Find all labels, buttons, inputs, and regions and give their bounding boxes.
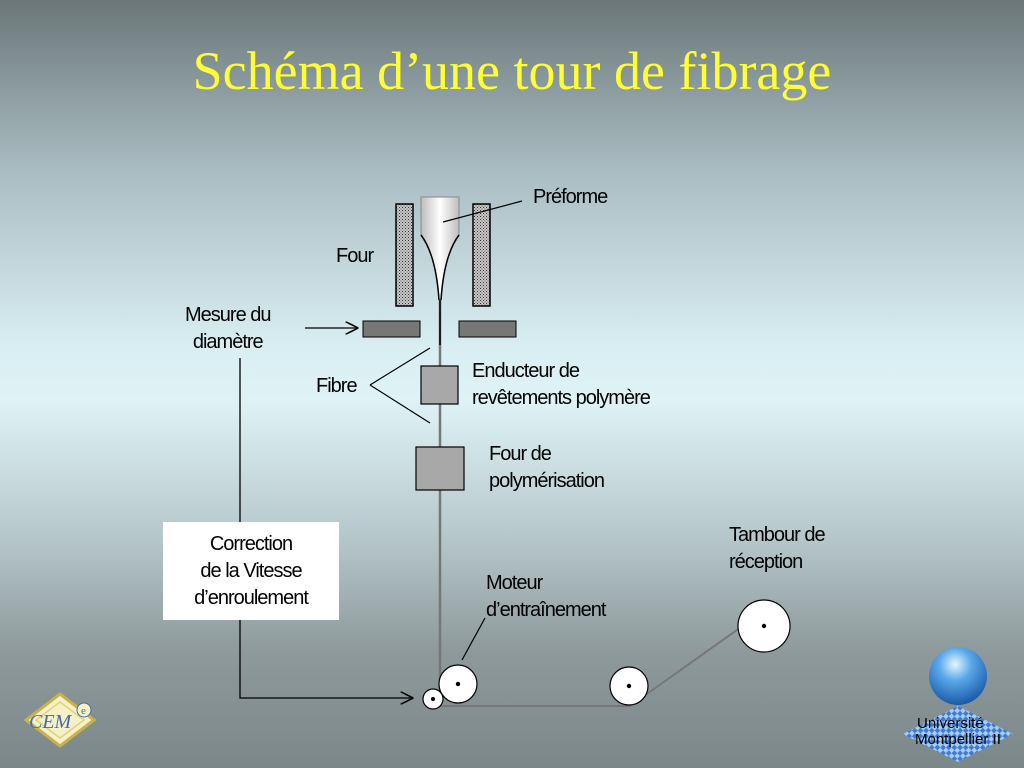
take-up-drum-label: Tambour de réception [729,524,826,573]
diameter-measure-label: Mesure du diamètre [185,304,271,353]
preform [420,196,460,301]
curing-oven [415,446,465,491]
university-logo: Université Montpellier II [895,640,1021,766]
cem-logo: CEM e [20,690,100,750]
idler-wheel [609,666,649,706]
fiber-path [440,609,766,707]
drive-motor-label: Moteur d’entraînement [486,572,606,621]
university-name-line2: Montpellier II [915,731,1001,748]
furnace-label: Four [336,245,374,267]
furnace [395,203,491,307]
small-wheel [422,688,444,710]
fibre-pointer-up [369,347,431,386]
svg-text:e: e [81,705,86,717]
coater [420,365,459,405]
take-up-drum [737,599,791,653]
diameter-gauge [362,320,517,338]
slide-title: Schéma d’une tour de fibrage [192,41,832,101]
university-name-line1: Université [917,715,984,732]
feedback-arrow [239,620,412,698]
svg-text:CEM: CEM [29,711,73,733]
motor-pointer [461,617,486,661]
fibre-label: Fibre [316,375,358,397]
preform-pointer [442,200,523,223]
drive-motor-wheel [438,664,478,704]
speed-correction-box: Correction de la Vitesse d’enroulement [163,522,339,620]
curing-oven-label: Four de polymérisation [489,443,605,492]
preform-label: Préforme [533,186,608,208]
fibre-pointer-down [369,384,431,424]
coater-label: Enducteur de revêtements polymère [472,360,651,409]
